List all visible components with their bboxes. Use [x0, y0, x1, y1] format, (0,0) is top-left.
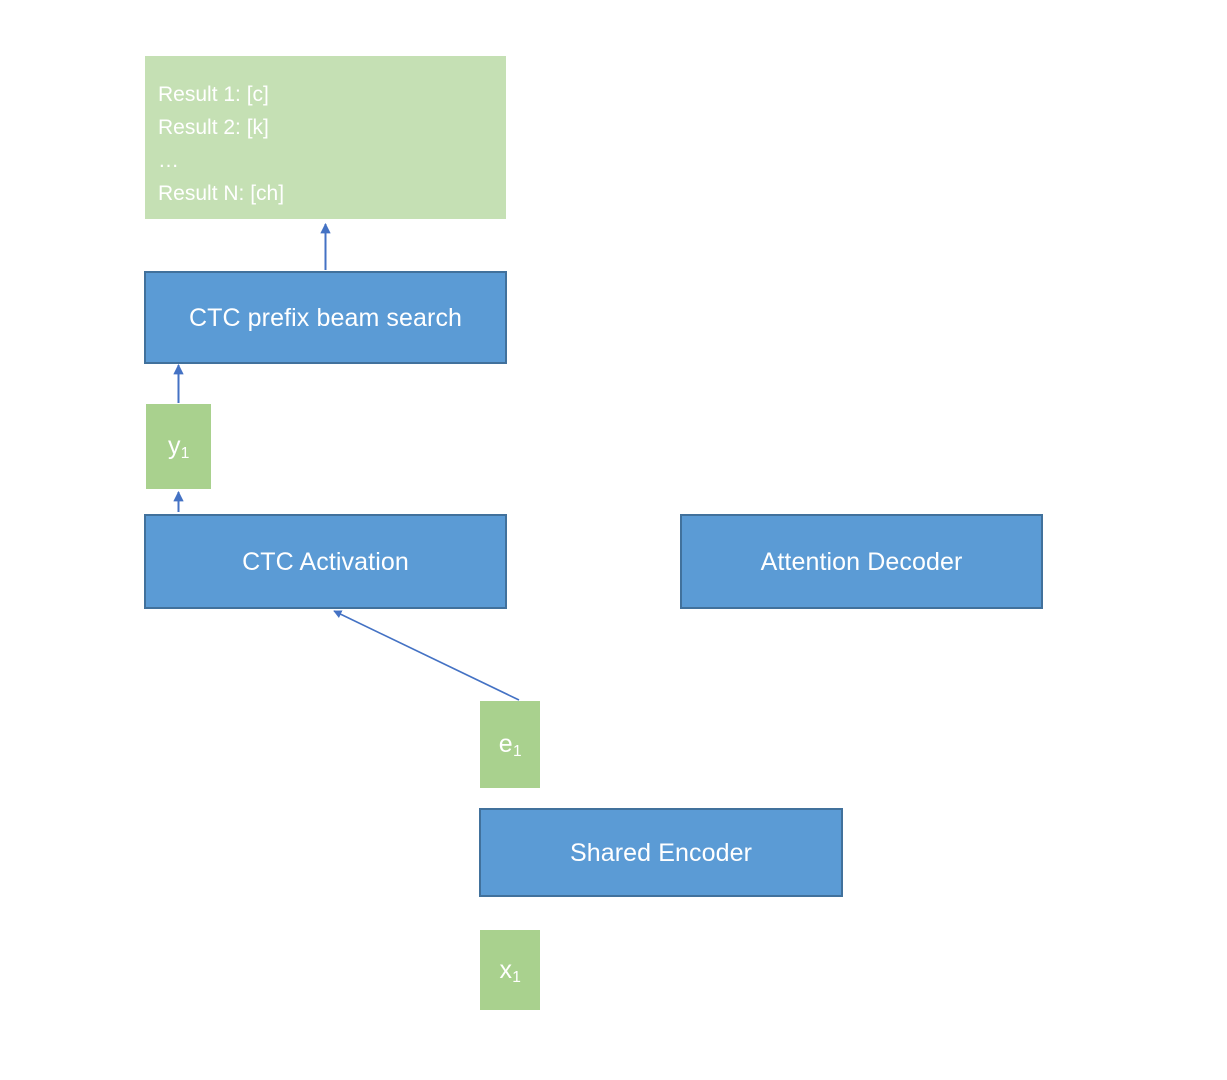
result-line-ellipsis: … — [158, 149, 179, 172]
ctc-prefix-beam-search-box[interactable]: CTC prefix beam search — [144, 271, 507, 364]
shared-encoder-label: Shared Encoder — [569, 838, 753, 867]
attention-decoder-box[interactable]: Attention Decoder — [680, 514, 1043, 609]
result-line-1: Result 1: [c] — [158, 83, 269, 106]
y1-tensor-label: y1 — [167, 432, 190, 463]
result-line-2: Result 2: [k] — [158, 116, 269, 139]
ctc-activation-label: CTC Activation — [242, 547, 409, 576]
e1-tensor-box[interactable]: e1 — [480, 701, 540, 788]
y1-tensor-box[interactable]: y1 — [146, 404, 211, 489]
ctc-activation-box[interactable]: CTC Activation — [144, 514, 507, 609]
ctc-prefix-beam-search-label: CTC prefix beam search — [188, 303, 463, 332]
edge-e1-to-ctc-activation — [333, 610, 520, 701]
e1-tensor-label: e1 — [498, 730, 522, 761]
e1-subscript: 1 — [512, 743, 522, 761]
e1-symbol: e — [498, 730, 513, 758]
results-box: Result 1: [c] Result 2: [k] … Result N: … — [145, 56, 506, 219]
result-line-n: Result N: [ch] — [158, 182, 285, 205]
attention-decoder-label: Attention Decoder — [760, 547, 963, 576]
x1-tensor-box[interactable]: x1 — [480, 930, 540, 1010]
shared-encoder-box[interactable]: Shared Encoder — [479, 808, 843, 897]
y1-subscript: 1 — [180, 445, 190, 463]
x1-tensor-label: x1 — [499, 955, 521, 986]
x1-subscript: 1 — [512, 968, 521, 986]
y1-symbol: y — [167, 432, 181, 460]
x1-symbol: x — [499, 955, 512, 984]
